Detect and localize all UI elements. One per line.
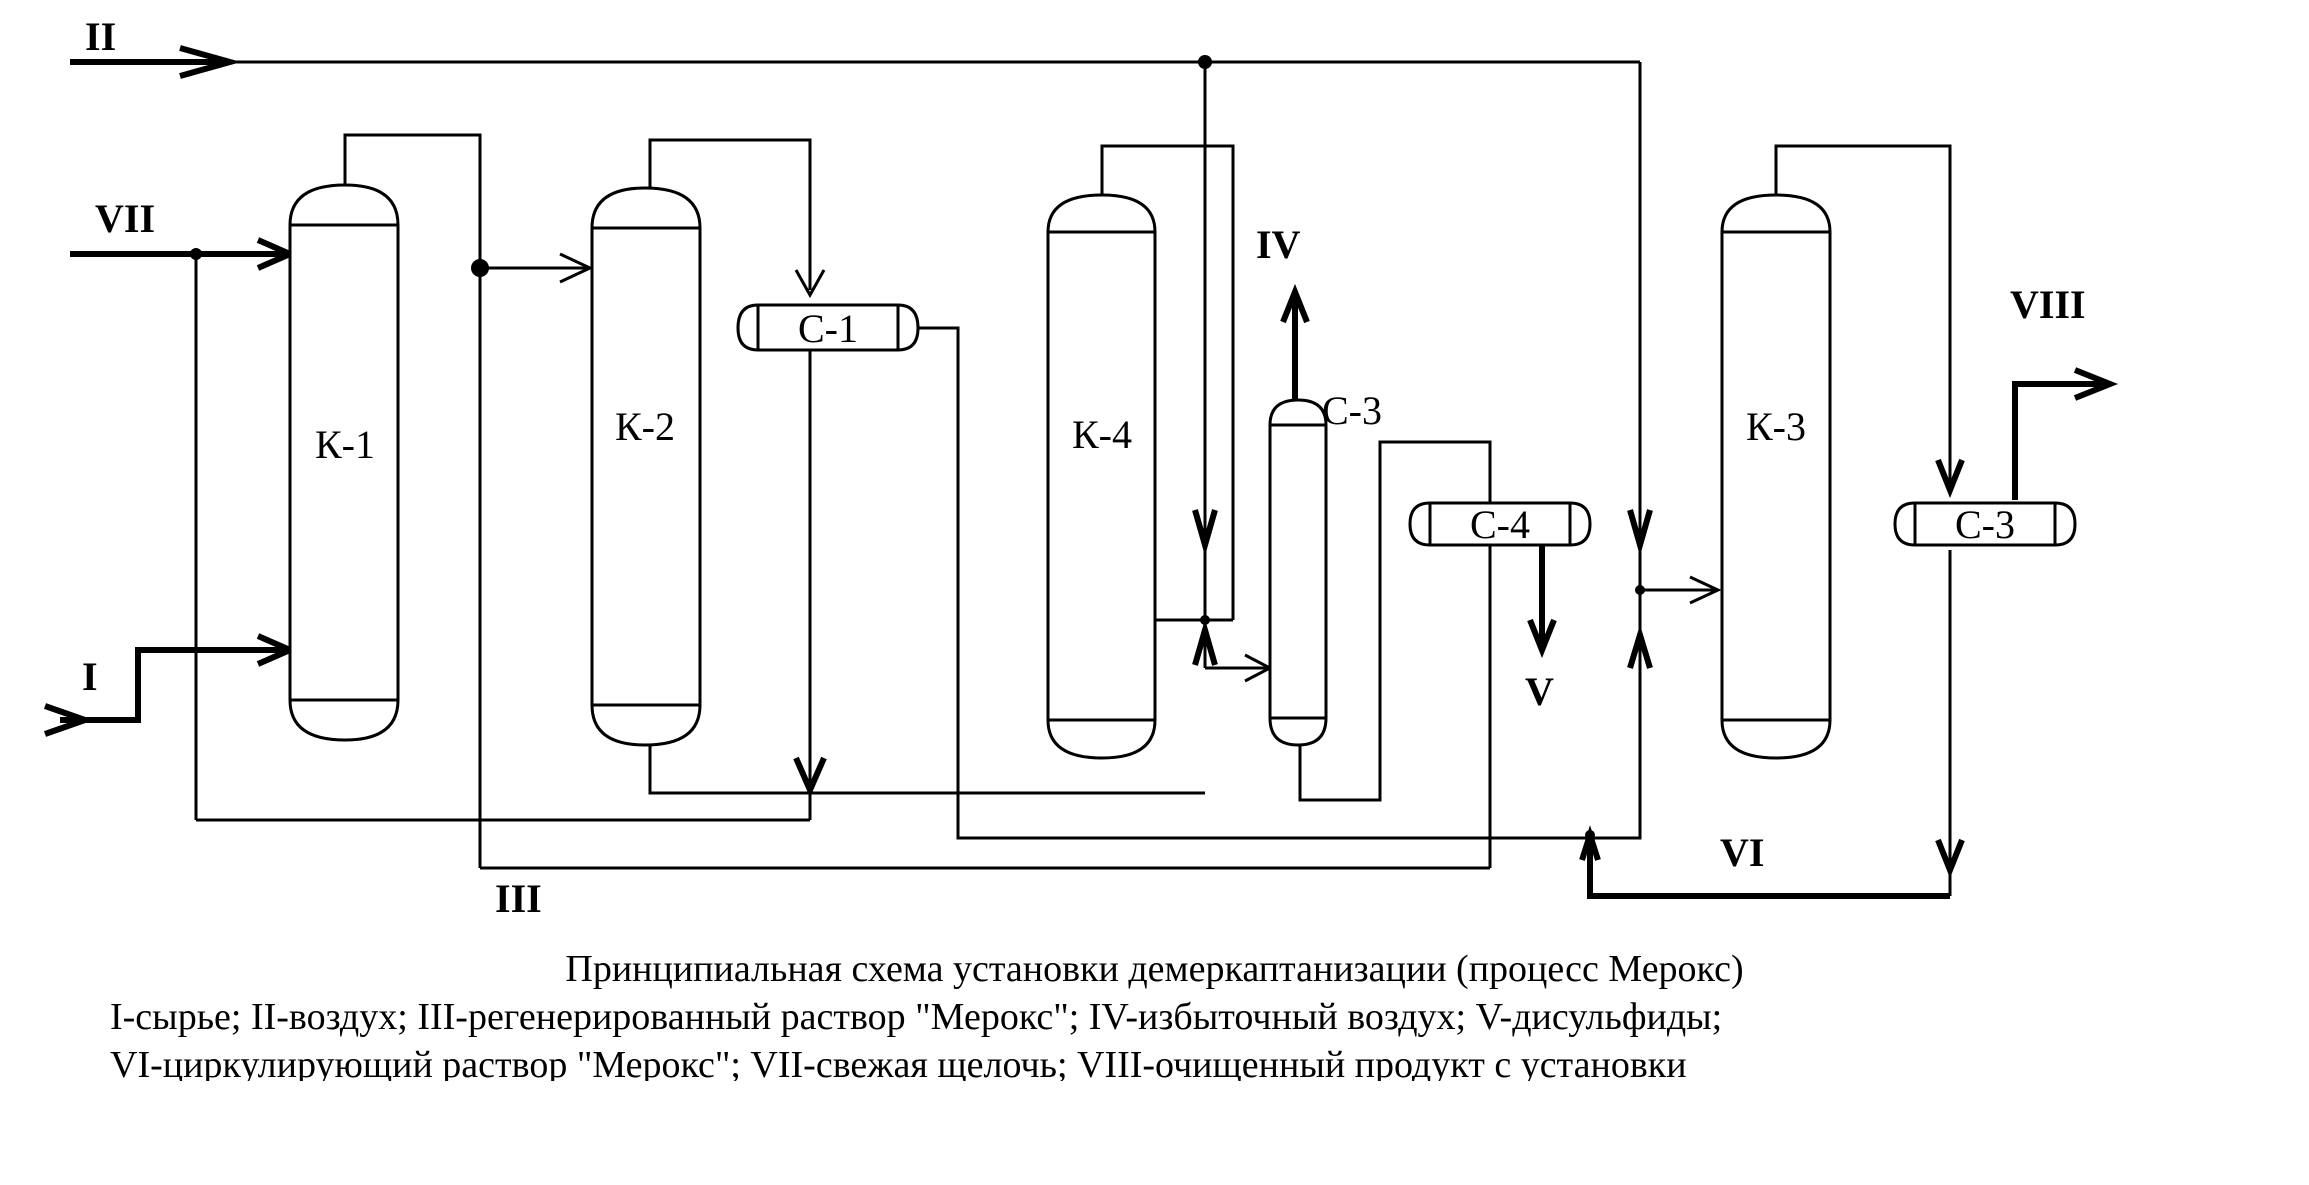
column-k3 [1720,193,1832,760]
junction-dots [190,55,1645,840]
label-c4: С-4 [1470,502,1530,547]
label-k2: К-2 [615,404,675,449]
stream-label-iv: IV [1256,222,1301,267]
caption-title: Принципиальная схема установки демеркапт… [565,948,1744,990]
label-k3: К-3 [1746,404,1806,449]
pipelines [60,59,2110,899]
column-k4 [1046,193,1157,760]
separator-c1 [736,303,920,352]
stream-label-viii: VIII [2010,282,2086,327]
separator-c3-horizontal [1893,501,2077,547]
stream-label-ii: II [85,14,116,59]
label-c1: С-1 [798,306,858,351]
caption-legend-line-2: VI-циркулирующий раствор "Мерокс"; VII-с… [110,1044,1687,1081]
label-c3-vertical: С-3 [1322,388,1382,433]
label-c3-horizontal: С-3 [1955,502,2015,547]
column-k1 [288,183,400,742]
stream-label-i: I [82,654,98,699]
stream-label-iii: III [495,876,542,921]
figure-caption: Принципиальная схема установки демеркапт… [0,945,2309,1081]
stream-label-vii: VII [95,196,155,241]
label-k1: К-1 [315,422,375,467]
separator-c3-vertical [1268,398,1328,747]
separator-c4 [1408,501,1592,547]
stream-label-vi: VI [1720,830,1764,875]
column-k2 [590,186,702,747]
caption-legend-line-1: I-сырье; II-воздух; III-регенерированный… [110,996,1723,1038]
stream-label-v: V [1525,669,1554,714]
label-k4: К-4 [1072,412,1132,457]
